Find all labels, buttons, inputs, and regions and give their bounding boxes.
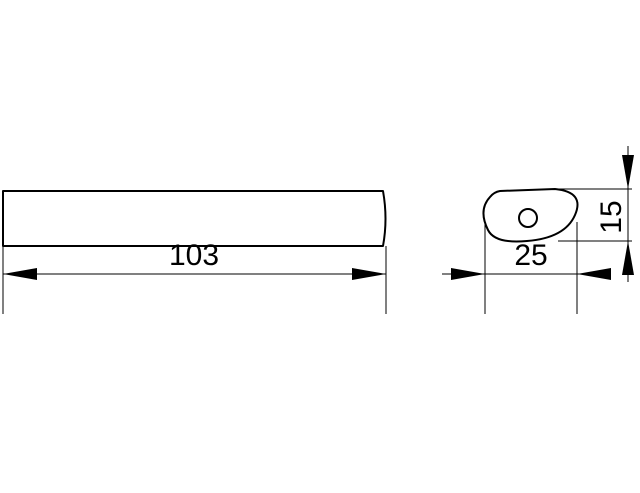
oval-section-outline xyxy=(482,188,579,243)
width-dimension-label: 25 xyxy=(514,239,547,272)
end-view: 25 15 xyxy=(442,146,634,314)
arrowhead-length-right xyxy=(352,268,386,280)
arrowhead-length-left xyxy=(3,268,37,280)
arrowhead-width-left xyxy=(451,268,485,280)
length-dimension-label: 103 xyxy=(169,239,219,272)
arrowhead-height-top xyxy=(622,155,634,189)
arrowhead-width-right xyxy=(577,268,611,280)
height-dimension-label: 15 xyxy=(595,200,628,233)
bar-outline xyxy=(2,190,387,247)
side-view: 103 xyxy=(2,190,387,314)
center-hole xyxy=(518,208,538,228)
arrowhead-height-bottom xyxy=(622,241,634,275)
